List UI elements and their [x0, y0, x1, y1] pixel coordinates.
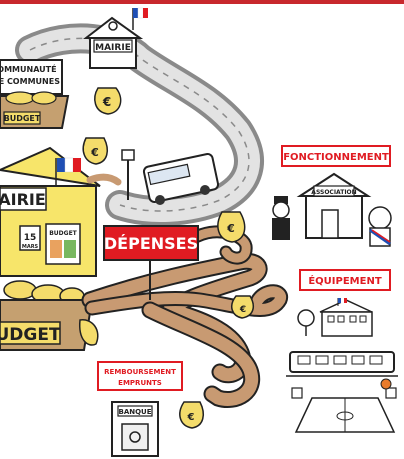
house-icon: ASSOCIATION: [296, 172, 372, 239]
calendar-month: MARS: [22, 244, 39, 250]
coin-character: €: [179, 401, 205, 429]
svg-text:€: €: [226, 222, 235, 235]
mairie-main-building: AIRIE 15 MARS BUDGET: [0, 146, 101, 277]
french-flag-icon: [55, 157, 81, 186]
budget-small-label: BUDGET: [4, 114, 41, 123]
basketball-court-icon: [291, 378, 397, 433]
svg-text:€: €: [187, 412, 195, 423]
svg-text:€: €: [239, 305, 246, 315]
euro-sign-icon: €: [217, 211, 246, 243]
calendar-day: 15: [24, 233, 37, 243]
svg-text:€: €: [102, 95, 111, 109]
budget-basket: UDGET: [0, 280, 99, 351]
french-flag-icon: [132, 7, 148, 30]
remboursement-label-2: EMPRUNTS: [118, 379, 162, 387]
communaute-de-communes: COMMUNAUTÉ DE COMMUNES BUDGET: [0, 59, 70, 129]
remboursement-section: REMBOURSEMENT EMPRUNTS BANQUE: [97, 361, 183, 457]
mairie-main-label: AIRIE: [0, 190, 46, 209]
safe-icon: BANQUE: [111, 401, 159, 457]
elected-official-character: [368, 206, 392, 247]
street-lamp: [121, 149, 135, 200]
budget-doc-label: BUDGET: [49, 230, 77, 237]
banque-label: BANQUE: [118, 408, 151, 416]
equipement-label: ÉQUIPEMENT: [308, 274, 381, 287]
mayor-character: [272, 196, 290, 240]
budget-big-label: UDGET: [0, 325, 61, 345]
fonctionnement-section: FONCTIONNEMENT ASSOCIATION: [272, 145, 392, 247]
association-label: ASSOCIATION: [311, 189, 356, 196]
mairie-top-label: MAIRIE: [95, 43, 131, 53]
depenses-sign: DÉPENSES: [103, 225, 199, 300]
communaute-label-1: COMMUNAUTÉ: [0, 63, 57, 74]
train-icon: [286, 351, 398, 377]
svg-text:€: €: [90, 146, 99, 159]
communaute-label-2: DE COMMUNES: [0, 77, 60, 86]
bus-icon: [142, 153, 220, 205]
top-frame-border: [0, 0, 404, 4]
school-icon: [319, 298, 373, 337]
euro-sign-icon: €: [94, 87, 122, 115]
tree-icon: [297, 309, 315, 336]
coin-character: €: [82, 137, 109, 165]
mairie-top-house: MAIRIE: [83, 7, 148, 69]
coin-character: €: [231, 295, 255, 319]
depenses-label: DÉPENSES: [104, 234, 198, 253]
remboursement-label-1: REMBOURSEMENT: [104, 368, 176, 376]
fonctionnement-label: FONCTIONNEMENT: [283, 152, 389, 163]
equipement-section: ÉQUIPEMENT: [286, 269, 398, 433]
